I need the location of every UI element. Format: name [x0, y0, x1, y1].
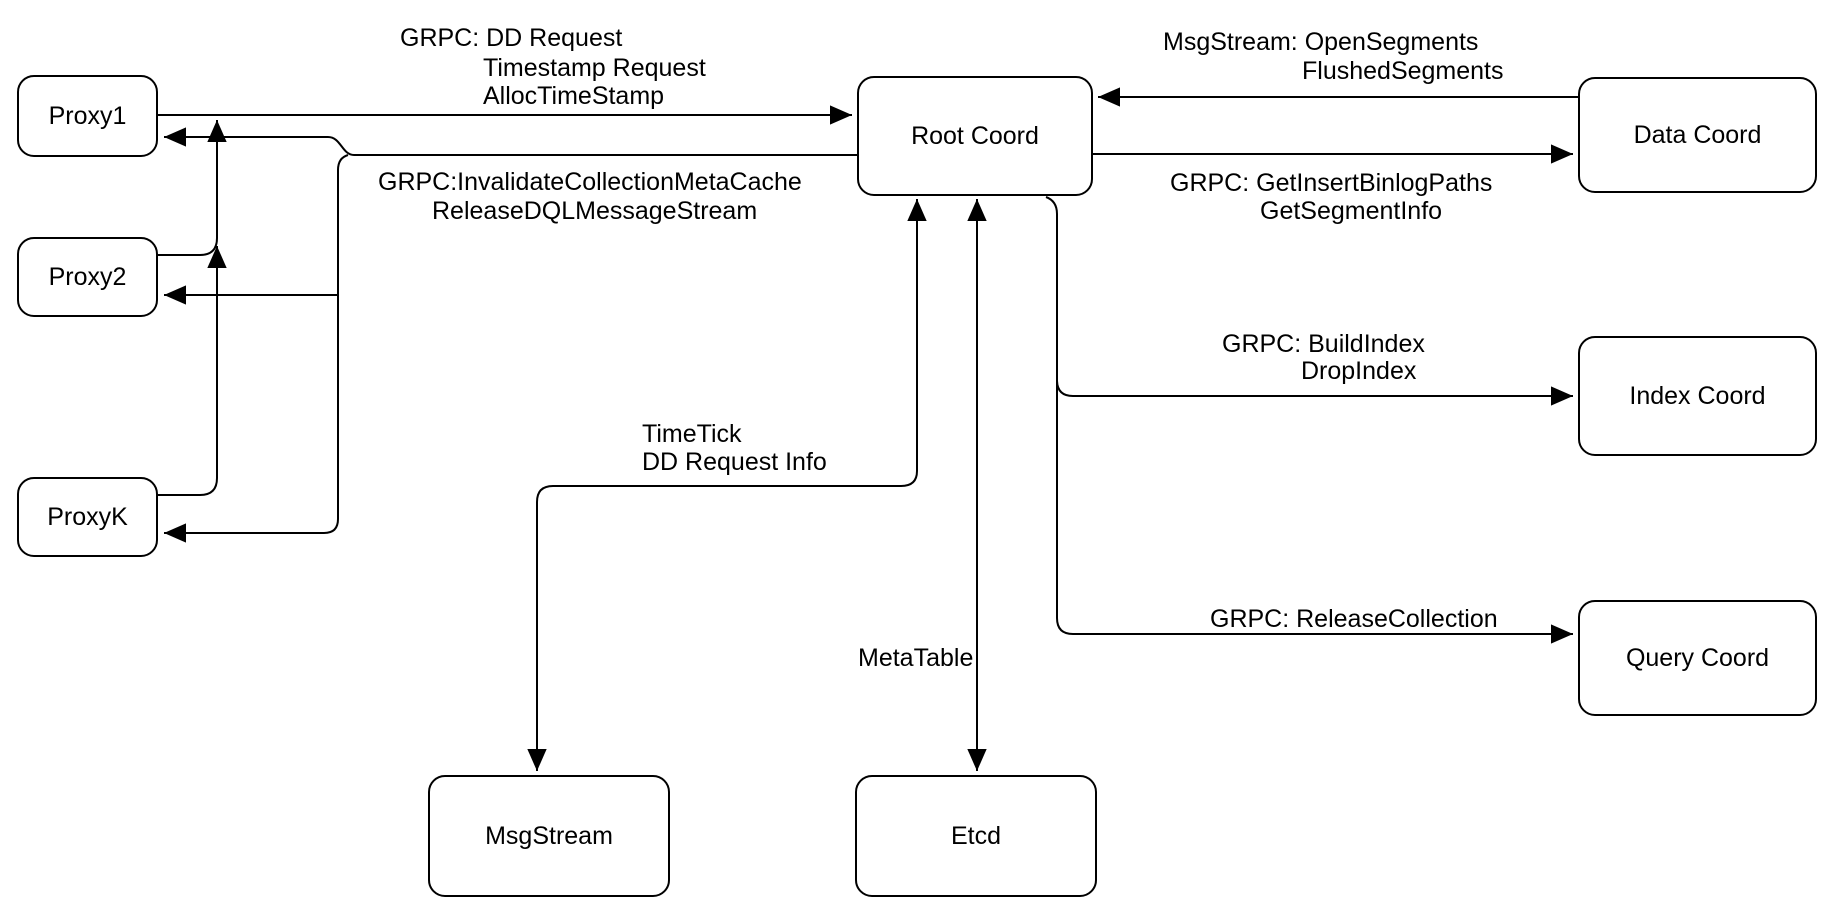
edge-proxyk-merge-up [158, 246, 227, 496]
edge-rootcoord-to-querycoord [1045, 196, 1573, 644]
label-proxy-to-root-line3: AllocTimeStamp [483, 82, 665, 110]
node-proxy1: Proxy1 [17, 75, 158, 157]
label-root-to-index-line2: DropIndex [1301, 357, 1417, 385]
node-root-coord: Root Coord [857, 76, 1093, 196]
edge-return-trunk-to-proxyk [164, 154, 349, 543]
node-index-coord: Index Coord [1578, 336, 1817, 456]
label-root-to-proxy-line2: ReleaseDQLMessageStream [432, 197, 758, 225]
edge-rootcoord-msgstream-bidirectional [527, 199, 927, 771]
label-root-to-proxy-line1: GRPC:InvalidateCollectionMetaCache [378, 168, 802, 196]
label-root-to-data-line2: GetSegmentInfo [1260, 197, 1443, 225]
label-root-to-query-line1: GRPC: ReleaseCollection [1210, 605, 1498, 633]
node-msgstream: MsgStream [428, 775, 670, 897]
label-root-to-data-line1: GRPC: GetInsertBinlogPaths [1170, 169, 1493, 197]
edge-proxy2-merge-up [158, 120, 227, 256]
label-root-to-msgstream-line2: DD Request Info [642, 448, 827, 476]
label-root-to-msgstream-line1: TimeTick [642, 420, 742, 448]
label-proxy-to-root-line1: GRPC: DD Request [400, 24, 623, 52]
label-proxy-to-root-line2: Timestamp Request [483, 54, 706, 82]
node-query-coord: Query Coord [1578, 600, 1817, 716]
node-proxy2: Proxy2 [17, 237, 158, 317]
node-data-coord: Data Coord [1578, 77, 1817, 193]
edge-rootcoord-to-proxy1 [164, 127, 857, 156]
node-proxyk: ProxyK [17, 477, 158, 557]
label-data-to-root-line1: MsgStream: OpenSegments [1163, 28, 1479, 56]
node-etcd: Etcd [855, 775, 1097, 897]
label-root-to-etcd-line1: MetaTable [858, 644, 974, 672]
label-data-to-root-line2: FlushedSegments [1302, 57, 1504, 85]
label-root-to-index-line1: GRPC: BuildIndex [1222, 330, 1425, 358]
